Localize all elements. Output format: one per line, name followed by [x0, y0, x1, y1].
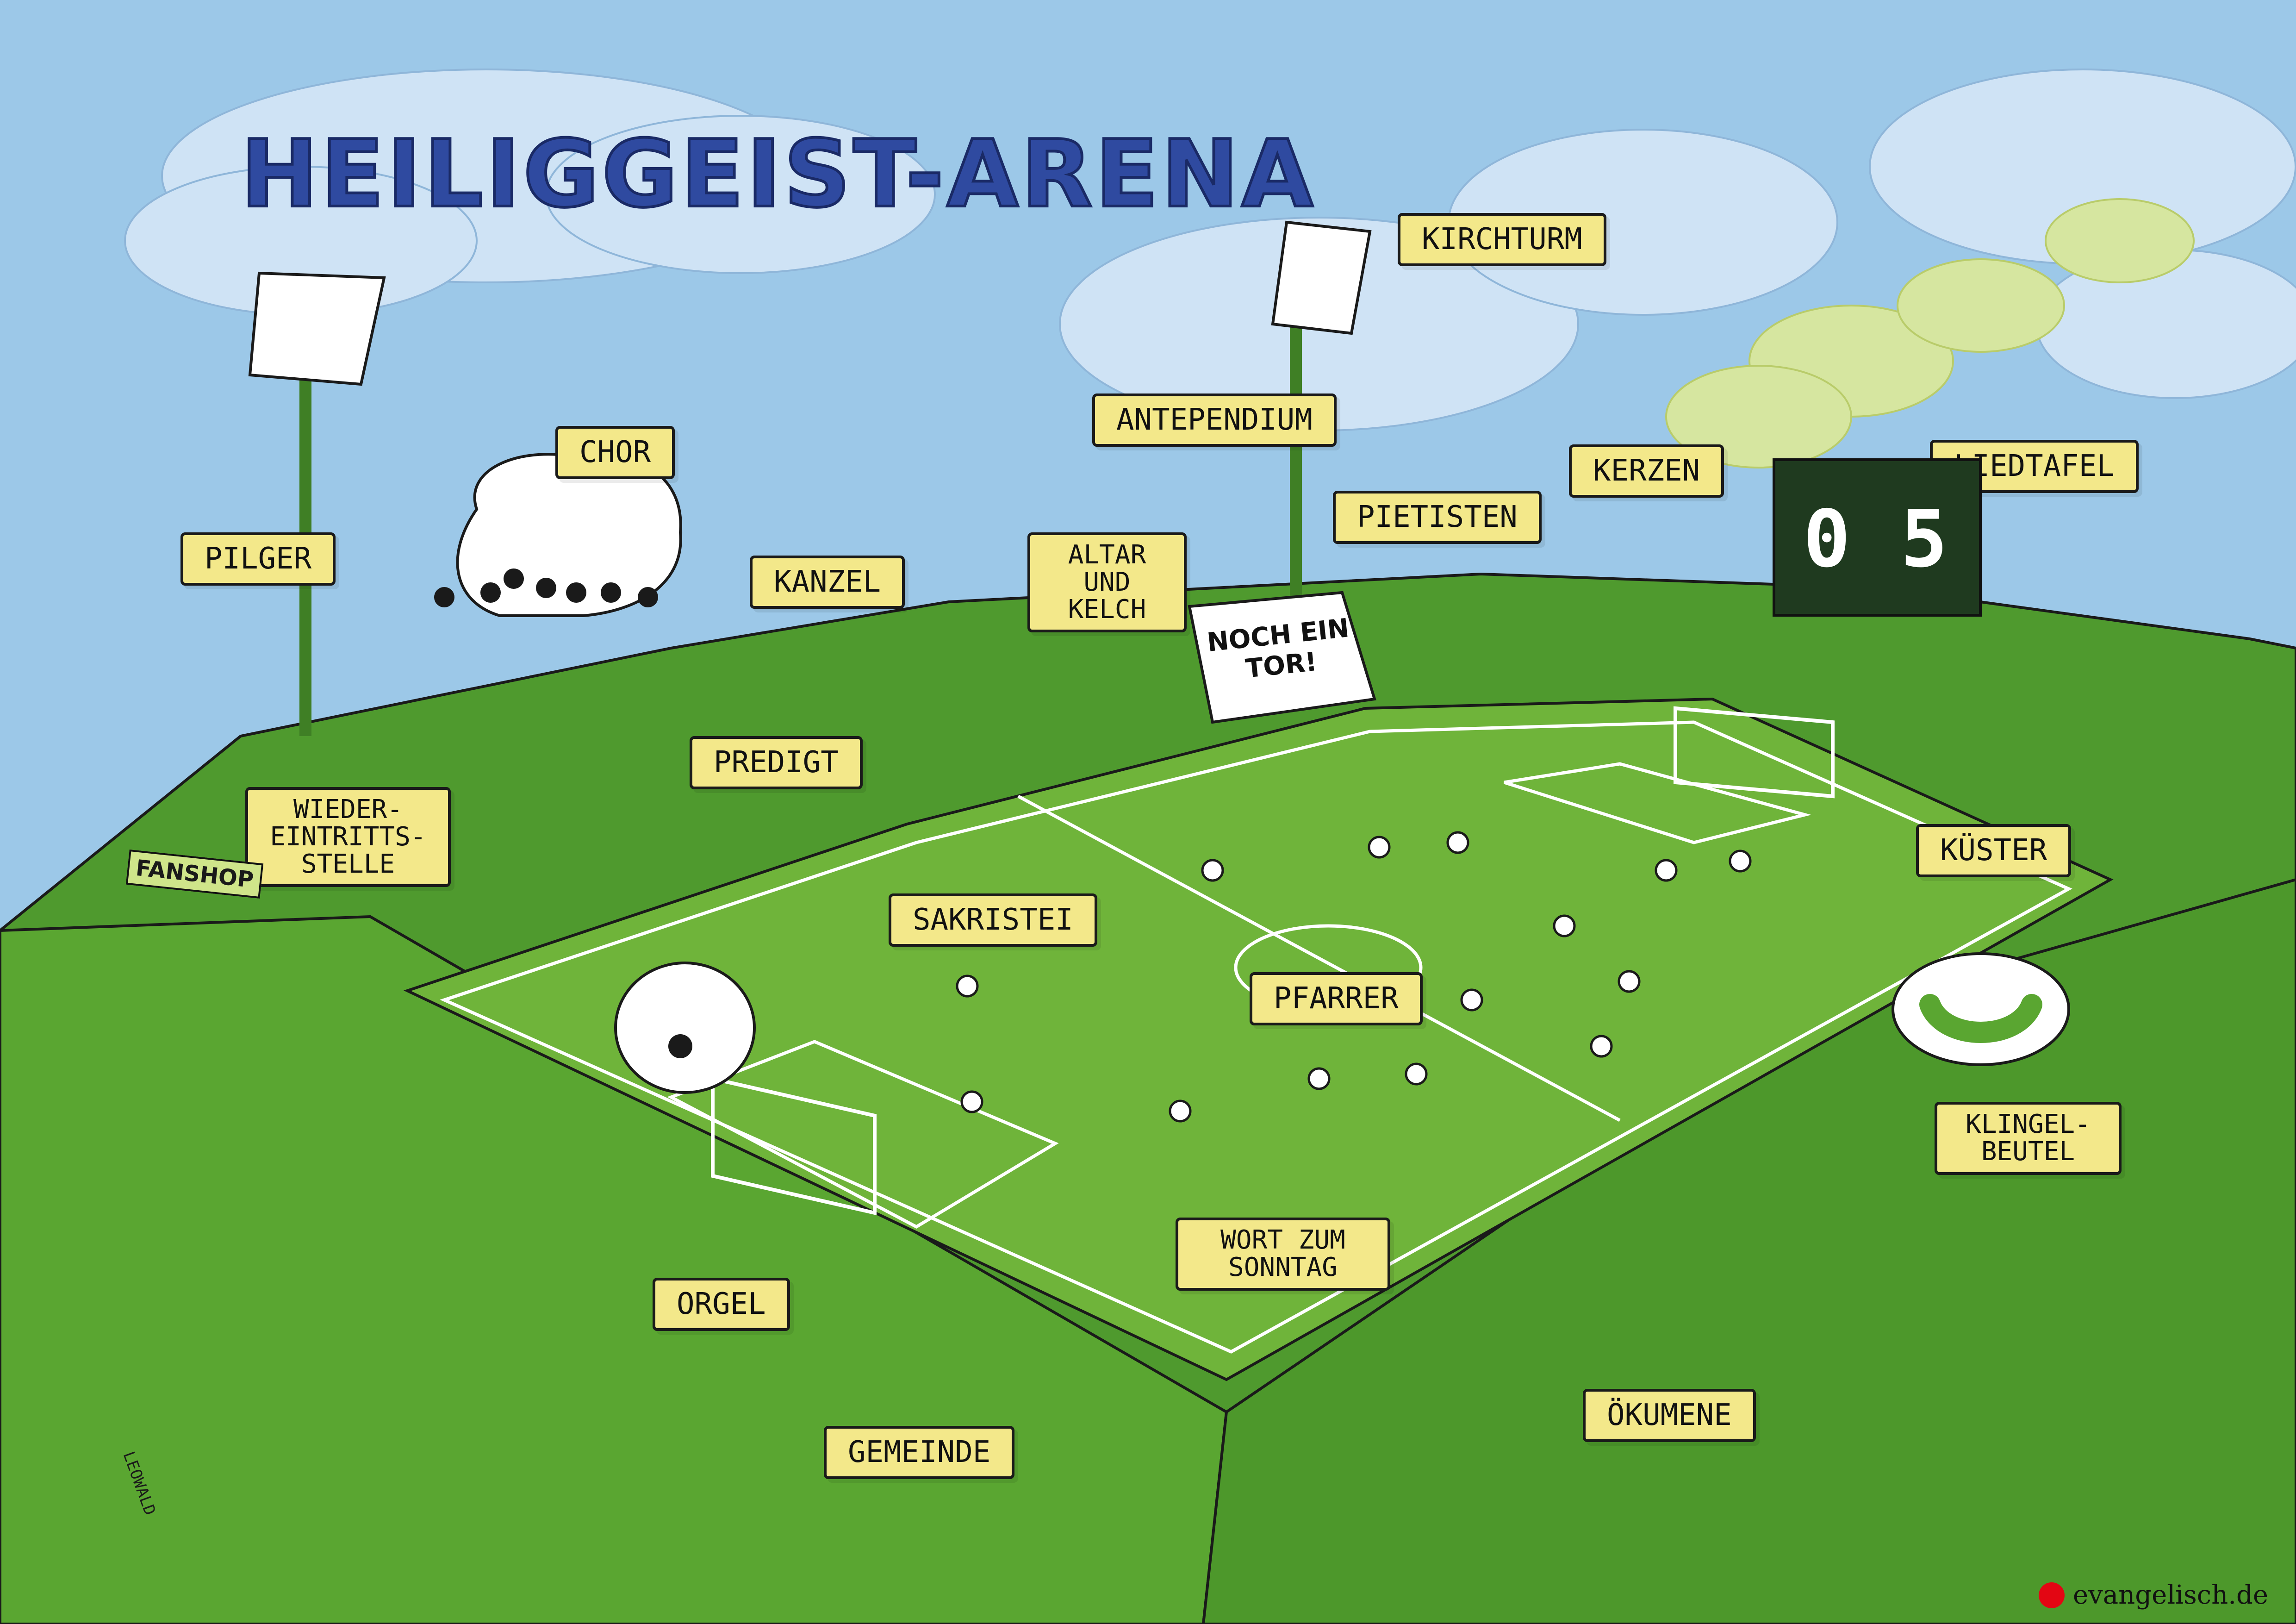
label-pietisten: PIETISTEN [1333, 491, 1542, 544]
sausage-bubble [1892, 952, 2070, 1066]
scoreboard: 0 5 [1773, 458, 1982, 617]
label-gemeinde: GEMEINDE [824, 1426, 1015, 1480]
label-sakristei: SAKRISTEI [889, 893, 1097, 947]
label-chor: CHOR [555, 426, 675, 480]
smoke [1665, 198, 2195, 468]
brand-text: evangelisch.de [2073, 1580, 2268, 1610]
score-away: 5 [1900, 493, 1948, 585]
players [956, 831, 1752, 1123]
label-predigt: PREDIGT [690, 736, 863, 790]
supporter-banner [1188, 591, 1376, 724]
label-kanzel: KANZEL [750, 556, 905, 609]
brand-logo: evangelisch.de [2039, 1580, 2268, 1610]
label-pfarrer: PFARRER [1250, 972, 1423, 1026]
label-kirchturm: KIRCHTURM [1398, 213, 1606, 267]
label-orgel: ORGEL [653, 1278, 790, 1331]
label-klingelbeutel: KLINGEL-BEUTEL [1935, 1102, 2122, 1175]
label-wort-zum-sonntag: WORT ZUM SONNTAG [1176, 1218, 1390, 1291]
evangelisch-logo-icon [2039, 1582, 2065, 1608]
goals [711, 706, 1835, 1216]
organ-bubble [614, 962, 756, 1094]
label-wiedereintrittsstelle: WIEDER-EINTRITTS-STELLE [245, 787, 451, 887]
label-kuester: KÜSTER [1916, 824, 2072, 878]
choir-bubble [434, 453, 682, 617]
label-kerzen: KERZEN [1569, 444, 1724, 498]
score-home: 0 [1803, 493, 1851, 585]
label-antependium: ANTEPENDIUM [1092, 394, 1337, 447]
label-oekumene: ÖKUMENE [1583, 1389, 1756, 1443]
football-pitch [403, 697, 2114, 1381]
page-title: HEILIGGEIST-ARENA [239, 119, 1316, 230]
label-altar-und-kelch: ALTAR UND KELCH [1027, 532, 1187, 633]
label-pilger: PILGER [180, 532, 336, 586]
